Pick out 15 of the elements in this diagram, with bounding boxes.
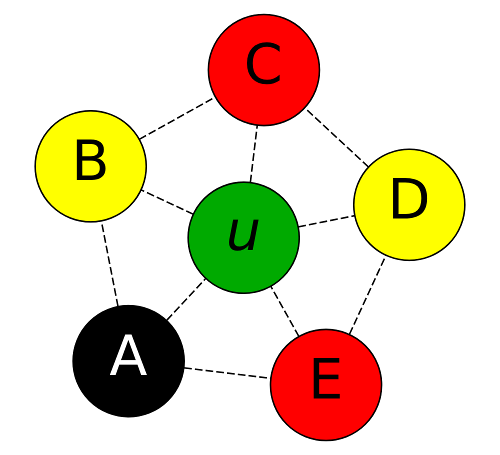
- connector: [140, 189, 194, 215]
- node-circle: B: [34, 110, 148, 223]
- connector: [139, 96, 216, 140]
- connector: [270, 286, 300, 337]
- connector: [250, 125, 258, 182]
- node-circle: C: [208, 14, 320, 126]
- connector: [348, 255, 386, 335]
- node-circle: u: [187, 181, 300, 294]
- node-circle: D: [352, 148, 466, 262]
- connector: [166, 278, 206, 321]
- connector: [184, 367, 270, 380]
- connector: [298, 214, 355, 228]
- connector: [304, 108, 369, 168]
- node-circle: E: [270, 328, 382, 442]
- node-circle: A: [72, 304, 185, 418]
